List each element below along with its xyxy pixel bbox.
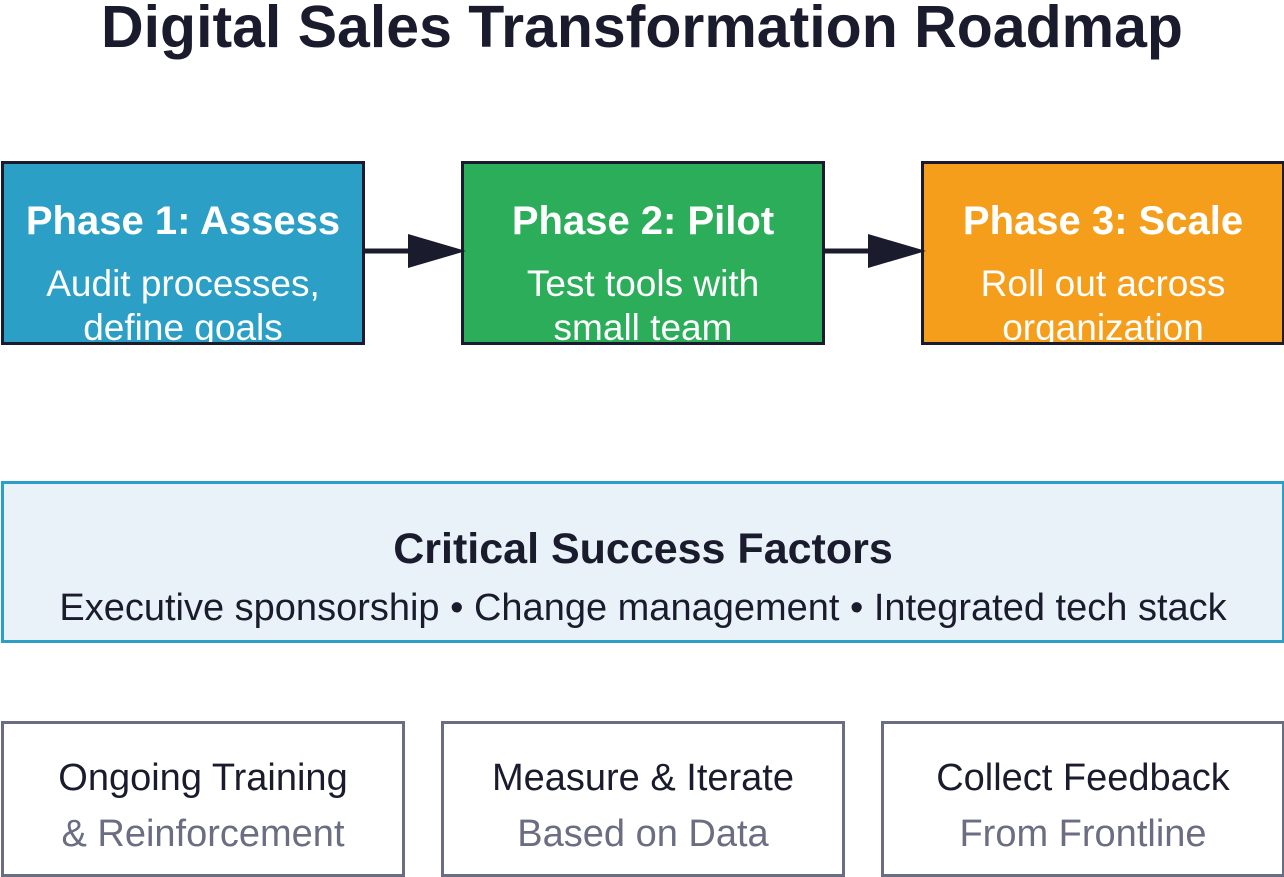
support-card-feedback: Collect Feedback From Frontline [881,721,1284,877]
support-card-training: Ongoing Training & Reinforcement [1,721,405,877]
arrow-phase-1-to-2 [364,234,466,268]
phase-3-box: Phase 3: Scale Roll out across organizat… [921,161,1284,345]
phase-2-description-line-1: Test tools with [526,263,760,304]
phase-3-description-line-1: Roll out across [980,263,1226,304]
phase-2-box: Phase 2: Pilot Test tools with small tea… [461,161,825,345]
diagram-title: Digital Sales Transformation Roadmap [101,0,1183,60]
support-card-feedback-title: Collect Feedback [936,757,1230,799]
phase-2-description: Test tools with small team [464,262,822,345]
phase-2-description-line-2: small team [553,307,733,345]
support-card-measure-subtitle: Based on Data [517,813,769,855]
phase-1-box: Phase 1: Assess Audit processes, define … [1,161,365,345]
phase-2-title: Phase 2: Pilot [511,199,775,243]
phase-3-title: Phase 3: Scale [962,199,1244,243]
critical-success-factors-items: Executive sponsorship • Change managemen… [59,587,1227,629]
support-card-measure-title: Measure & Iterate [491,757,795,799]
support-card-feedback-subtitle: From Frontline [959,813,1207,855]
support-card-measure: Measure & Iterate Based on Data [441,721,845,877]
phase-1-description: Audit processes, define goals [4,262,362,345]
phase-1-title: Phase 1: Assess [25,199,341,243]
support-card-training-subtitle: & Reinforcement [61,813,345,855]
phase-1-description-line-1: Audit processes, [46,263,320,304]
critical-success-factors-box: Critical Success Factors Executive spons… [1,481,1284,643]
support-card-training-title: Ongoing Training [58,757,348,799]
phase-3-description-line-2: organization [1002,307,1204,345]
critical-success-factors-title: Critical Success Factors [393,525,893,573]
phase-1-description-line-2: define goals [83,307,283,345]
arrow-phase-2-to-3 [824,234,926,268]
phase-3-description: Roll out across organization [924,262,1282,345]
